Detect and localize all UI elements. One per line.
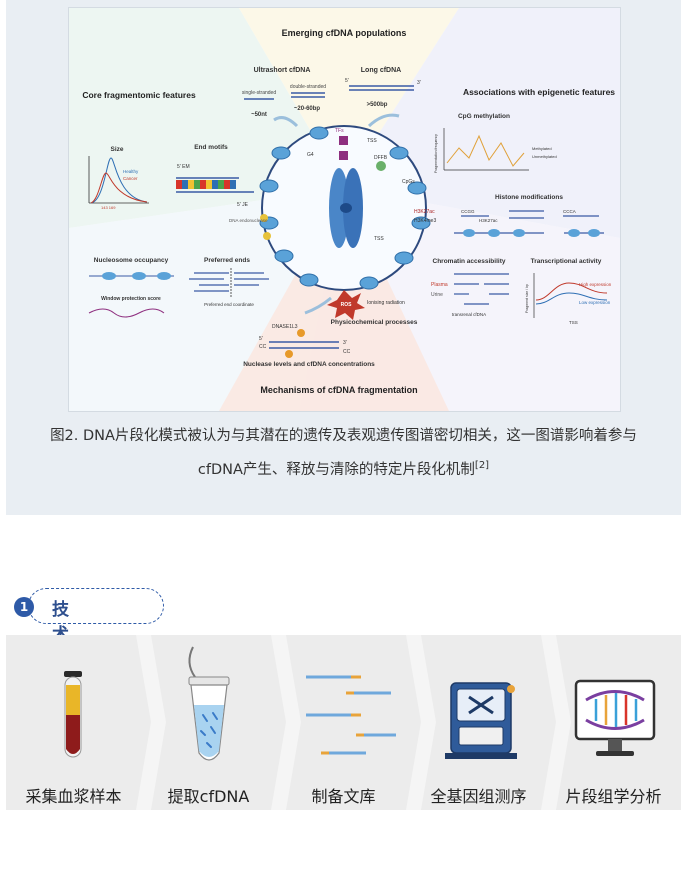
svg-text:TSS: TSS xyxy=(367,138,377,144)
title-top: Emerging cfDNA populations xyxy=(282,28,407,38)
step-extract-cfdna: 提取cfDNA xyxy=(141,635,276,810)
svg-text:>500bp: >500bp xyxy=(367,102,388,108)
svg-text:Unmethylated: Unmethylated xyxy=(532,154,557,159)
svg-text:Nuclease levels and cfDNA conc: Nuclease levels and cfDNA concentrations xyxy=(243,361,375,368)
svg-text:double-stranded: double-stranded xyxy=(290,84,326,90)
svg-text:143 169: 143 169 xyxy=(101,205,116,210)
workflow-strip: 采集血浆样本 提取cfDNA 制备文库 xyxy=(6,635,681,810)
step-label: 提取cfDNA xyxy=(167,787,250,806)
figure-caption-line2: cfDNA产生、释放与清除的特定片段化机制[2] xyxy=(197,460,490,478)
dna-monitor-icon xyxy=(574,679,656,756)
section-number-badge: 1 xyxy=(14,597,34,617)
svg-text:TFs: TFs xyxy=(335,128,344,134)
svg-text:Size: Size xyxy=(110,146,123,153)
svg-text:Healthy: Healthy xyxy=(123,169,139,174)
svg-text:single-stranded: single-stranded xyxy=(242,90,276,96)
svg-text:G4: G4 xyxy=(307,152,314,158)
svg-text:H3K4me3: H3K4me3 xyxy=(414,218,436,224)
svg-text:~20-60bp: ~20-60bp xyxy=(294,106,321,112)
svg-text:Fragment size / bp: Fragment size / bp xyxy=(525,284,529,313)
cfdna-figure: Emerging cfDNA populations Core fragment… xyxy=(68,7,621,412)
svg-text:Ultrashort cfDNA: Ultrashort cfDNA xyxy=(254,67,311,74)
svg-text:H3K27ac: H3K27ac xyxy=(479,218,498,223)
svg-text:5': 5' xyxy=(345,78,349,84)
svg-text:H3K27ac: H3K27ac xyxy=(414,209,435,215)
svg-text:CCCA: CCCA xyxy=(563,209,576,214)
svg-text:3': 3' xyxy=(343,340,347,346)
svg-text:Preferred ends: Preferred ends xyxy=(204,257,250,264)
svg-text:Cancer: Cancer xyxy=(123,176,138,181)
blood-tube-icon xyxy=(64,671,82,758)
svg-text:TSS: TSS xyxy=(374,236,384,242)
svg-text:CC: CC xyxy=(259,344,267,350)
svg-text:Physicochemical processes: Physicochemical processes xyxy=(331,319,418,326)
svg-text:Preferred end coordinate: Preferred end coordinate xyxy=(204,302,254,307)
step-label: 采集血浆样本 xyxy=(25,787,122,806)
step-label: 制备文库 xyxy=(311,787,376,806)
citation-ref[interactable]: [2] xyxy=(474,460,490,472)
svg-text:DFFB: DFFB xyxy=(374,155,388,161)
svg-text:CC: CC xyxy=(343,349,351,355)
epi-title: Associations with epigenetic features xyxy=(463,87,615,97)
step-label: 全基因组测序 xyxy=(430,787,527,806)
svg-text:Long cfDNA: Long cfDNA xyxy=(361,67,401,74)
svg-text:3': 3' xyxy=(417,80,421,86)
svg-text:Chromatin accessibility: Chromatin accessibility xyxy=(433,258,506,265)
svg-text:CCGG: CCGG xyxy=(461,209,475,214)
svg-text:Nucleosome occupancy: Nucleosome occupancy xyxy=(94,257,169,264)
svg-text:Low expression: Low expression xyxy=(579,300,611,305)
svg-text:Histone modifications: Histone modifications xyxy=(495,194,563,201)
svg-text:High expression: High expression xyxy=(579,282,612,287)
step-collect-plasma: 采集血浆样本 xyxy=(6,635,141,810)
svg-text:Methylated: Methylated xyxy=(532,146,552,151)
svg-text:Urine: Urine xyxy=(431,292,443,298)
sequencer-icon xyxy=(445,682,517,759)
microtube-icon xyxy=(188,646,230,761)
figure-caption-line1: 图2. DNA片段化模式被认为与其潜在的遗传及表观遗传图谱密切相关，这一图谱影响… xyxy=(50,428,637,444)
svg-text:DNA endonuclease: DNA endonuclease xyxy=(229,218,268,223)
svg-text:Ionising radiation: Ionising radiation xyxy=(367,300,405,306)
svg-text:Plasma: Plasma xyxy=(431,282,448,288)
title-bottom: Mechanisms of cfDNA fragmentation xyxy=(260,385,417,395)
svg-text:5' JE: 5' JE xyxy=(237,202,249,208)
workflow-background xyxy=(6,635,681,810)
step-wgs: 全基因组测序 xyxy=(411,635,546,810)
svg-text:transrenal cfDNA: transrenal cfDNA xyxy=(452,312,486,317)
svg-text:DNASE1L3: DNASE1L3 xyxy=(272,324,298,330)
svg-text:ROS: ROS xyxy=(341,302,353,308)
svg-text:CpGs: CpGs xyxy=(402,179,415,185)
svg-text:5' EM: 5' EM xyxy=(177,164,190,170)
library-fragments-icon xyxy=(306,675,396,755)
svg-text:Fragmentation frequency: Fragmentation frequency xyxy=(434,134,438,173)
svg-text:~50nt: ~50nt xyxy=(251,112,267,118)
step-library-prep: 制备文库 xyxy=(276,635,411,810)
svg-text:5': 5' xyxy=(259,336,263,342)
svg-text:CpG methylation: CpG methylation xyxy=(458,113,510,120)
cfdna-diagram: Emerging cfDNA populations Core fragment… xyxy=(69,8,620,411)
core-title: Core fragmentomic features xyxy=(82,90,196,100)
svg-text:End motifs: End motifs xyxy=(194,144,228,151)
step-label: 片段组学分析 xyxy=(565,787,662,806)
section-pill xyxy=(28,588,164,624)
svg-text:TSS: TSS xyxy=(569,320,578,325)
svg-text:Transcriptional activity: Transcriptional activity xyxy=(531,258,602,265)
step-fragmentomics: 片段组学分析 xyxy=(546,635,681,810)
svg-text:Window protection score: Window protection score xyxy=(101,296,161,302)
